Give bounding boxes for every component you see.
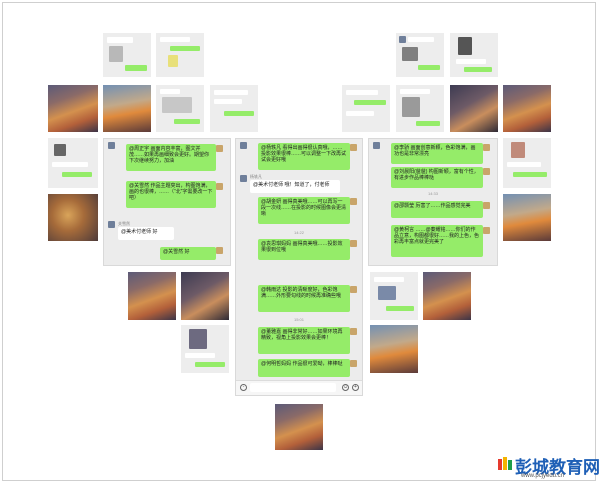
sender-name: 杨轶凡 xyxy=(250,174,262,179)
books-logo-icon xyxy=(498,457,512,470)
painting-thumb xyxy=(103,85,151,132)
sender-name: 关雪然 xyxy=(118,221,130,226)
chat-bubble: @美术付老师 哦！知道了，付老师 xyxy=(250,180,340,193)
chat-bubble: @黄柯言 ……@秦耀铭……你们的作品立意，构图都很好……我的上色，色彩再丰富点就… xyxy=(391,225,483,257)
painting-thumb xyxy=(450,85,498,132)
voice-icon: ◦ xyxy=(240,384,247,391)
message-input xyxy=(250,383,336,392)
site-logo: 彭城教育网 www.pcjyedu.cn xyxy=(497,452,600,482)
thumb-chat-top-right-1 xyxy=(396,33,444,77)
thumb-chat xyxy=(210,85,258,132)
painting-thumb xyxy=(370,325,418,373)
chat-bubble: @韩雨达 投影的清晰度好，色彩饱满……外形要勾线的时候再准确些哦 xyxy=(258,285,350,312)
timestamp: 14:22 xyxy=(293,230,304,235)
plus-icon: + xyxy=(352,384,359,391)
chat-input-bar: ◦ ☺ + xyxy=(236,380,362,395)
painting-thumb xyxy=(48,85,98,132)
chat-bubble: @胡金妍 画得真美哦……可以再写一段一次线……在投影的时候图像会更清晰 xyxy=(258,197,350,224)
thumb-chat-top-left-1 xyxy=(103,33,151,77)
chat-bubble: @关雪然 作品主题突出，构图饱满，画的也很棒，……（“北”字需要改一下吧） xyxy=(126,181,216,208)
thumb-chat xyxy=(48,138,98,188)
logo-name: 彭城教育网 xyxy=(515,458,600,477)
image-frame xyxy=(2,2,596,481)
chat-bubble: @杨轶凡 看得出画得很认真哦，……投影效果很棒……可以调整一下改再试试会更好哦 xyxy=(258,143,350,170)
painting-thumb xyxy=(503,194,551,241)
chat-bubble: @李骄 画面创意新颖，色彩饱满，画功也是非常漂亮 xyxy=(391,143,483,164)
thumb-chat-top-left-2 xyxy=(156,33,204,77)
chat-screenshot-center: @杨轶凡 看得出画得很认真哦，……投影效果很棒……可以调整一下改再试试会更好哦 … xyxy=(235,138,363,396)
chat-screenshot-right: @李骄 画面创意新颖，色彩饱满，画功也是非常漂亮 @刘晨阳(爸爸) 构图新颖，富… xyxy=(368,138,498,266)
thumb-chat-top-right-2 xyxy=(450,33,498,77)
chat-bubble: @邵颢莹 厉害了……作品感觉完美 xyxy=(391,201,483,218)
painting-thumb xyxy=(128,272,176,320)
chat-bubble: @刘晨阳(爸爸) 构图新颖，富有个性，有进步作品棒棒哒 xyxy=(391,167,483,188)
thumb-chat xyxy=(156,85,204,132)
timestamp: 14:33 xyxy=(427,191,438,196)
thumb-chat xyxy=(396,85,444,132)
painting-thumb xyxy=(503,85,551,132)
chat-bubble: @关雪然 好 xyxy=(160,247,216,260)
painting-thumb xyxy=(275,404,323,450)
painting-thumb xyxy=(423,272,471,320)
emoji-icon: ☺ xyxy=(342,384,349,391)
thumb-chat xyxy=(181,325,229,373)
chat-bubble: @何明哲妈妈 作品很可爱呦，棒棒哒 xyxy=(258,359,350,377)
chat-screenshot-left: @周正宇 画面内容丰富，图文并茂……如果再画细致会更好。期望你下次继续努力，加油… xyxy=(103,138,231,266)
logo-url: www.pcjyedu.cn xyxy=(521,473,565,479)
thumb-chat xyxy=(342,85,390,132)
painting-thumb xyxy=(181,272,229,320)
timestamp: 15:01 xyxy=(293,317,304,322)
thumb-chat xyxy=(370,272,418,320)
chat-bubble: @董雅嘉 画得非常好……如果环境再精致，视角上投影效果会更棒！ xyxy=(258,327,350,354)
chat-bubble: @袁思琪妈妈 画得真美哦……投影效果很到位哦 xyxy=(258,239,350,260)
chat-bubble: @周正宇 画面内容丰富，图文并茂……如果再画细致会更好。期望你下次继续努力，加油 xyxy=(126,144,216,171)
thumb-chat xyxy=(503,138,551,188)
chat-bubble: @美术付老师 好 xyxy=(118,227,174,240)
painting-thumb xyxy=(48,194,98,241)
